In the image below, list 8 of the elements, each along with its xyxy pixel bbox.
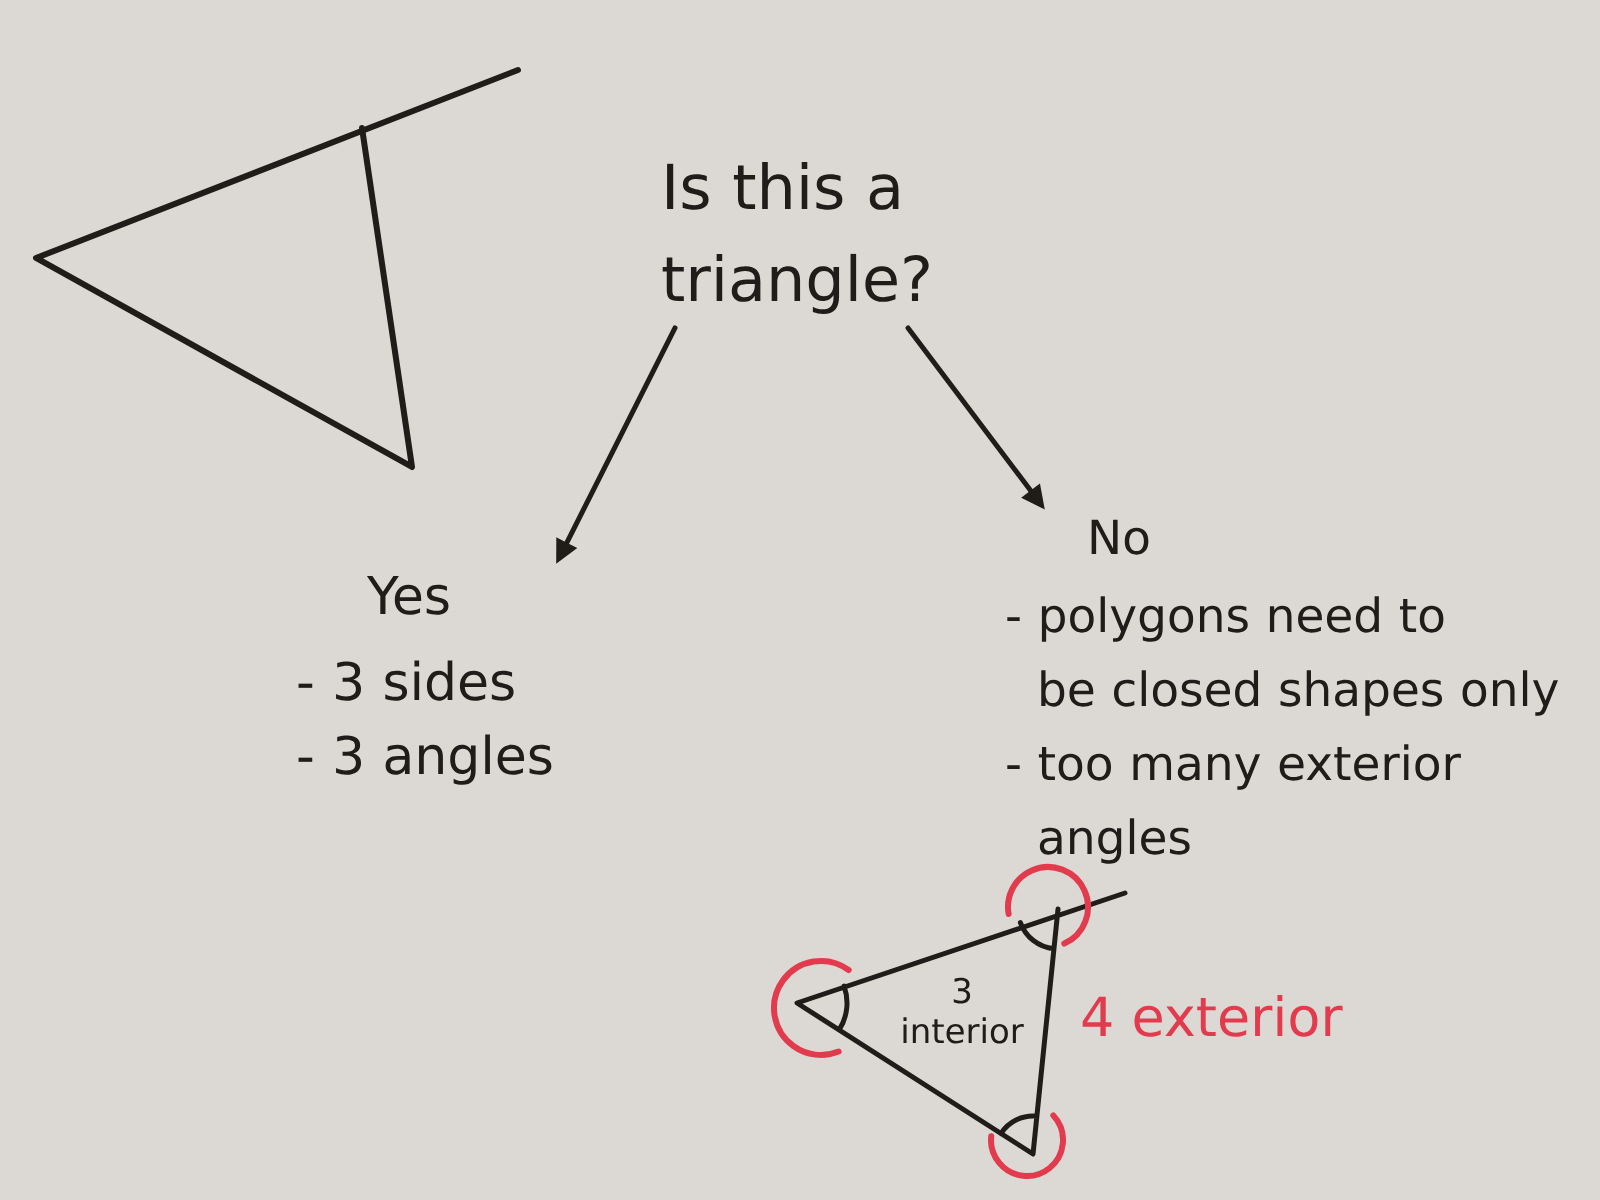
answer-heading: No [1091, 519, 1149, 555]
bullet-point: - polygons need to be closed shapes only [1007, 596, 1558, 716]
bullet-point: - too many exterior angles [1007, 744, 1461, 864]
bullet-point: - 3 sides [298, 660, 514, 701]
answer-heading: Yes [366, 576, 449, 615]
question-text: Is this a triangle? [662, 161, 929, 314]
bullet-point: - 3 angles [298, 734, 552, 785]
exterior-angle-note: 4 exterior [1082, 994, 1343, 1037]
